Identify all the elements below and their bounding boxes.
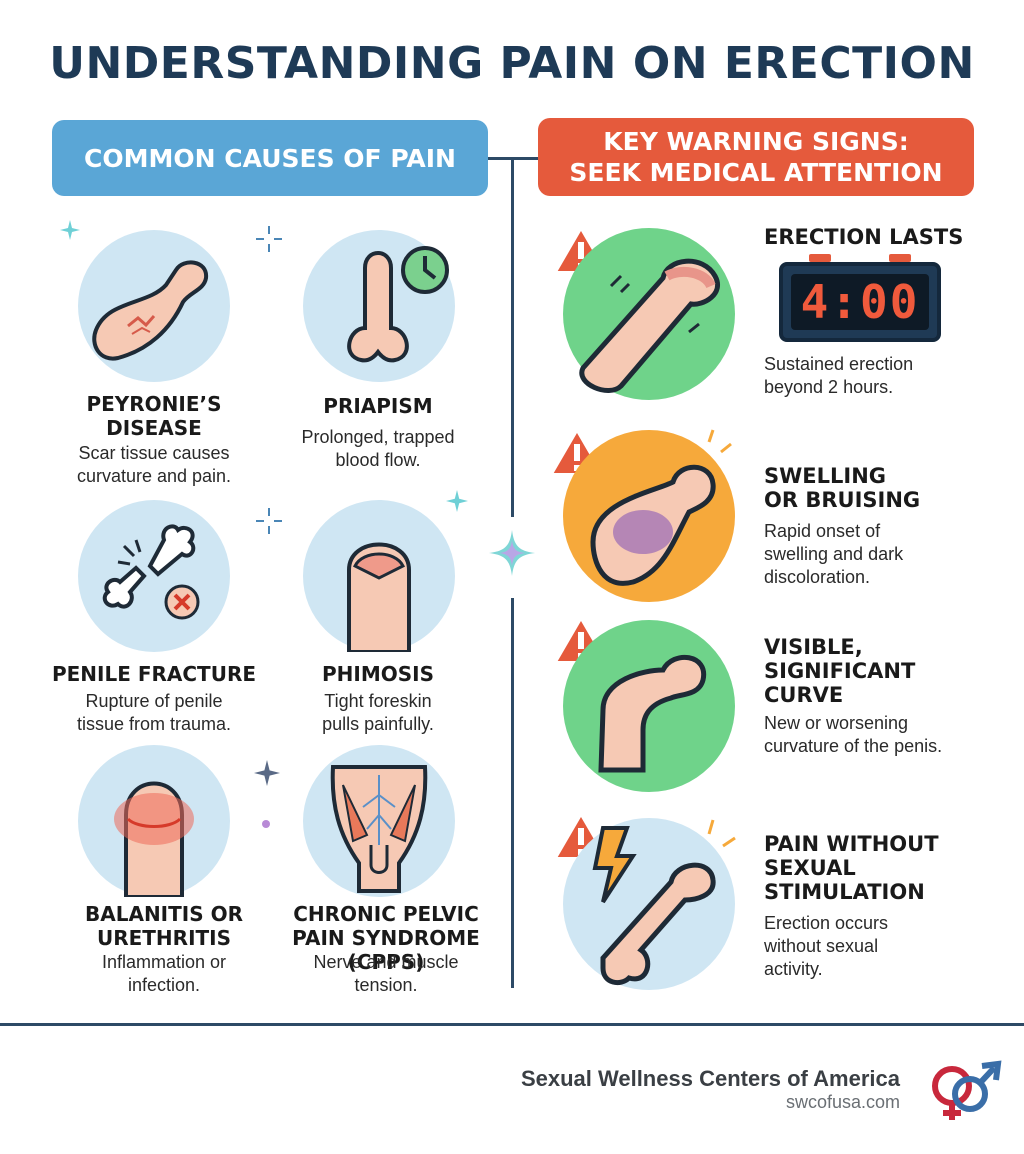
warning-signs-header-line2: SEEK MEDICAL ATTENTION [569, 158, 943, 187]
sign-title: SWELLING OR BRUISING [764, 464, 1004, 512]
center-divider-bottom [511, 598, 514, 988]
gender-symbols-logo-icon [932, 1060, 1002, 1120]
cause-desc-line: curvature and pain. [76, 466, 232, 486]
curved-penis-scar-icon [92, 260, 209, 361]
sign-title-line: SIGNIFICANT [764, 659, 916, 683]
pelvis-nerves-icon [330, 765, 428, 893]
cause-title: PEYRONIE’S DISEASE [44, 392, 264, 440]
common-causes-header: COMMON CAUSES OF PAIN [52, 120, 488, 196]
sign-description: Sustained erection beyond 2 hours. [764, 353, 1004, 399]
cause-description: Tight foreskin pulls painfully. [268, 690, 488, 736]
clock-tab [889, 254, 911, 262]
sign-desc-line: Sustained erection [764, 354, 914, 374]
cause-description: Scar tissue causes curvature and pain. [44, 442, 264, 488]
crosshair-sparkle-icon [256, 508, 282, 534]
sign-description: Rapid onset of swelling and dark discolo… [764, 520, 1004, 589]
foreskin-icon [347, 542, 411, 652]
sign-title-line: STIMULATION [764, 880, 925, 904]
common-causes-header-text: COMMON CAUSES OF PAIN [84, 143, 456, 173]
cause-desc-line: Rupture of penile [85, 691, 223, 711]
sign-title-line: OR BRUISING [764, 488, 921, 512]
sparkle-icon [489, 530, 535, 576]
clock-display: 4:00 [791, 274, 929, 330]
sign-desc-line: Rapid onset of [764, 521, 881, 541]
cause-title: CHRONIC PELVIC PAIN SYNDROME (CPPS) [262, 902, 510, 974]
sign-title: PAIN WITHOUT SEXUAL STIMULATION [764, 832, 1004, 904]
crosshair-sparkle-icon [256, 226, 282, 252]
bruised-penis-icon [590, 429, 732, 586]
cause-description: Rupture of penile tissue from trauma. [44, 690, 264, 736]
cause-title-line: PEYRONIE’S [86, 392, 222, 416]
sign-title-line: PAIN WITHOUT [764, 832, 939, 856]
sign-desc-line: swelling and dark [764, 544, 904, 564]
sign-title-line: ERECTION LASTS [764, 225, 964, 249]
cause-desc-line: Scar tissue causes [78, 443, 230, 463]
warning-signs-header: KEY WARNING SIGNS: SEEK MEDICAL ATTENTIO… [538, 118, 974, 196]
penis-clock-icon [347, 246, 449, 363]
cause-desc-line: Inflammation or [101, 952, 227, 972]
curved-penis-icon [598, 654, 707, 773]
cause-title: PHIMOSIS [268, 662, 488, 686]
cause-desc-line: tissue from trauma. [76, 714, 232, 734]
cause-title-line: DISEASE [106, 416, 202, 440]
sign-desc-line: beyond 2 hours. [764, 377, 894, 397]
cause-desc-line: blood flow. [335, 450, 421, 470]
cause-title-line: PRIAPISM [323, 394, 433, 418]
cause-description: Prolonged, trapped blood flow. [268, 426, 488, 472]
small-sparkle-icon [254, 760, 280, 786]
cause-title-line: PENILE FRACTURE [51, 662, 257, 686]
cause-desc-line: tension. [354, 975, 418, 995]
small-sparkle-icon [60, 220, 80, 240]
warning-signs-header-line1: KEY WARNING SIGNS: [603, 127, 909, 156]
cause-desc-line: Tight foreskin [324, 691, 432, 711]
cause-title-line: PHIMOSIS [322, 662, 434, 686]
erect-penis-icon [579, 258, 720, 393]
small-sparkle-icon [446, 490, 468, 512]
sign-title-line: VISIBLE, [764, 635, 863, 659]
sign-desc-line: New or worsening [764, 713, 909, 733]
sign-description: New or worsening curvature of the penis. [764, 712, 1004, 758]
cause-title: PRIAPISM [268, 394, 488, 418]
cause-description: Nerve and muscle tension. [262, 951, 510, 997]
cause-title-line: CHRONIC PELVIC [293, 902, 479, 926]
sign-desc-line: without sexual [764, 936, 879, 956]
sign-desc-line: activity. [764, 959, 823, 979]
cause-description: Inflammation or infection. [44, 951, 284, 997]
cause-title: PENILE FRACTURE [44, 662, 264, 686]
sign-title-line: SEXUAL [764, 856, 856, 880]
sign-title-line: CURVE [764, 683, 844, 707]
sign-title: ERECTION LASTS [764, 225, 1004, 249]
cause-title-line: PAIN SYNDROME (CPPS) [292, 926, 480, 974]
sign-title: VISIBLE, SIGNIFICANT CURVE [764, 635, 1004, 707]
center-divider-top [511, 157, 514, 517]
dot-decoration [262, 820, 270, 828]
sign-desc-line: discoloration. [764, 567, 871, 587]
sign-description: Erection occurs without sexual activity. [764, 912, 1004, 981]
page-title: UNDERSTANDING PAIN ON ERECTION [49, 38, 975, 89]
inflamed-glans-icon [114, 781, 194, 897]
lightning-penis-icon [592, 819, 736, 986]
clock-tab [809, 254, 831, 262]
fracture-icon-circle [78, 500, 230, 652]
cause-desc-line: infection. [127, 975, 201, 995]
brand-name: Sexual Wellness Centers of America [520, 1066, 900, 1091]
broken-bone-icon [102, 524, 200, 620]
cause-desc-line: Nerve and muscle [313, 952, 459, 972]
cause-desc-line: pulls painfully. [322, 714, 434, 734]
cause-desc-line: Prolonged, trapped [301, 427, 455, 447]
sign-desc-line: curvature of the penis. [764, 736, 943, 756]
sign-desc-line: Erection occurs [764, 913, 889, 933]
footer-divider [0, 1023, 1024, 1026]
cause-title-line: URETHRITIS [96, 926, 231, 950]
cause-title: BALANITIS OR URETHRITIS [44, 902, 284, 950]
digital-clock: 4:00 [779, 254, 941, 342]
sign-title-line: SWELLING [764, 464, 887, 488]
cause-title-line: BALANITIS OR [85, 902, 243, 926]
website-url: swcofusa.com [785, 1092, 900, 1112]
